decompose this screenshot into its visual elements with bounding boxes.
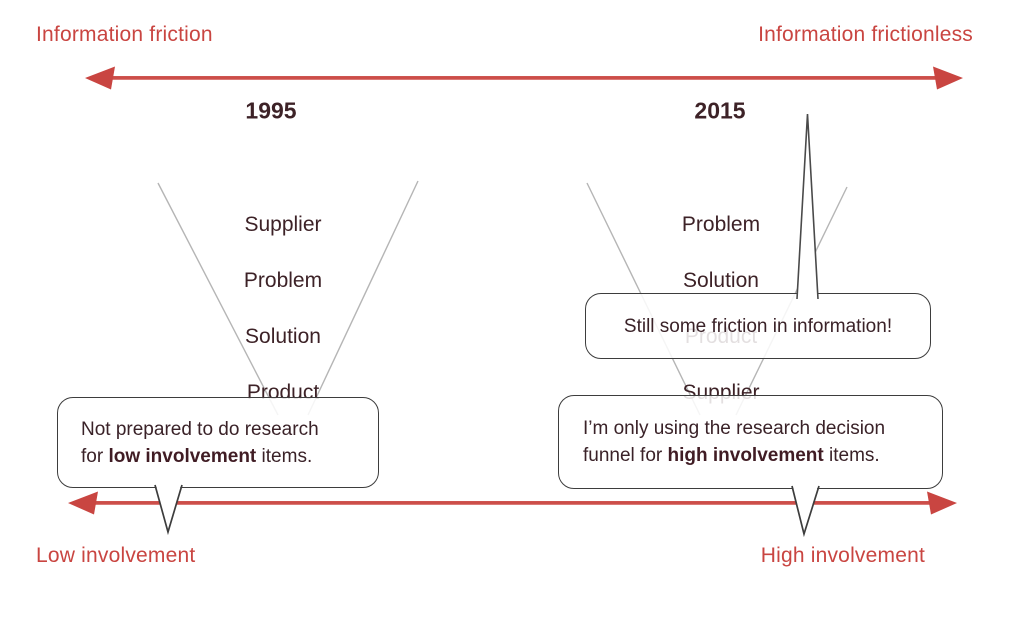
top-arrowhead-left: [85, 66, 115, 90]
funnel-1995-stage-problem: Problem: [243, 269, 323, 292]
high-bubble-line2-bold: high involvement: [667, 445, 824, 466]
high-bubble-line1: I’m only using the research decision: [583, 418, 886, 439]
friction-callout-bubble: Still some friction in information!: [585, 293, 931, 359]
low-involvement-label: Low involvement: [36, 544, 196, 567]
funnel-2015-stage-solution: Solution: [683, 269, 759, 292]
bottom-axis-arrow: [68, 491, 957, 515]
high-involvement-label: High involvement: [760, 544, 925, 567]
low-bubble-line2: for low involvement items.: [81, 443, 378, 470]
high-bubble-line2: funnel for high involvement items.: [583, 442, 942, 469]
top-axis-arrow: [85, 66, 963, 90]
high-bubble-line2-pre: funnel for: [583, 445, 668, 466]
low-bubble-tail: [154, 481, 183, 536]
funnel-1995-stage-supplier: Supplier: [244, 213, 322, 236]
high-bubble-tail: [791, 482, 820, 538]
information-frictionless-label: Information frictionless: [758, 23, 973, 46]
low-bubble-line2-pre: for: [81, 445, 109, 467]
low-bubble-line1: Not prepared to do research: [81, 418, 319, 440]
top-arrowhead-right: [933, 66, 963, 90]
year-1995-label: 1995: [245, 97, 297, 124]
bottom-arrowhead-right: [927, 491, 957, 515]
low-bubble-line2-bold: low involvement: [108, 445, 257, 467]
information-friction-label: Information friction: [36, 23, 213, 46]
friction-callout-text: Still some friction in information!: [623, 315, 893, 337]
year-2015-label: 2015: [694, 97, 746, 124]
high-bubble-line2-post: items.: [823, 445, 880, 466]
high-involvement-speech-bubble: I’m only using the research decision fun…: [558, 395, 943, 489]
funnel-1995-stage-solution: Solution: [245, 325, 321, 348]
bottom-arrowhead-left: [68, 491, 98, 515]
funnel-2015-stage-problem: Problem: [681, 213, 761, 236]
low-bubble-line2-post: items.: [256, 445, 313, 467]
low-involvement-speech-bubble: Not prepared to do research for low invo…: [57, 397, 379, 488]
